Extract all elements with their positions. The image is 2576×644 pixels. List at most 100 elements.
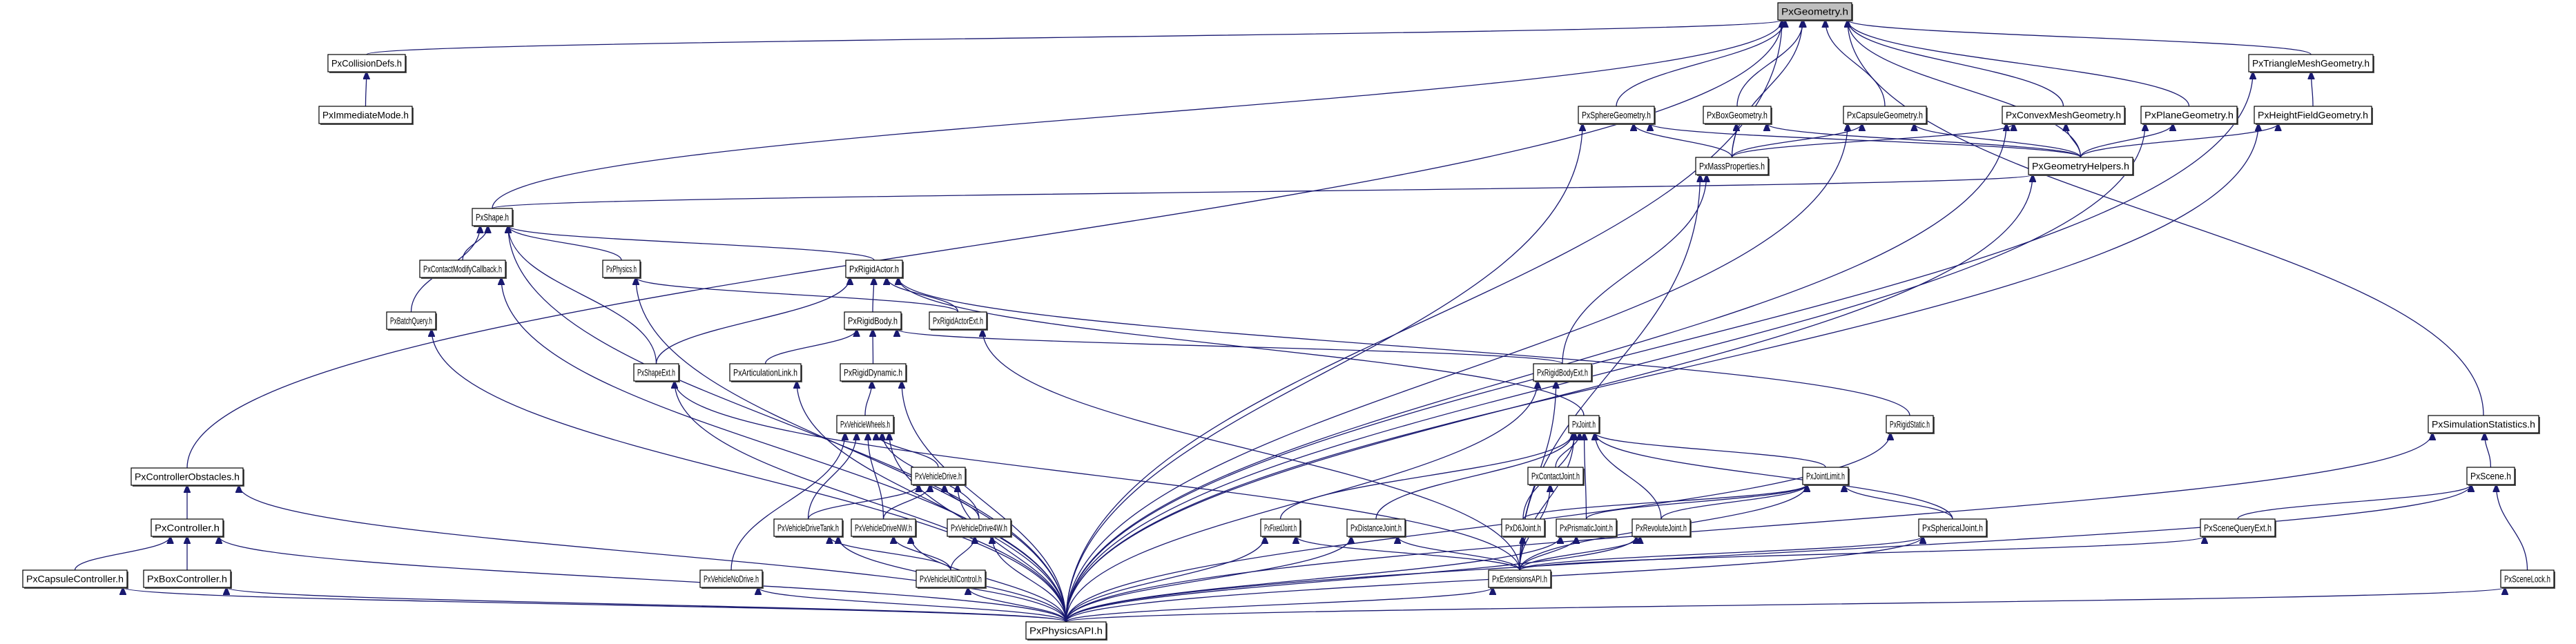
node-contactmodify[interactable]: PxContactModifyCallback.h [419,260,507,279]
node-geomhelpers[interactable]: PxGeometryHelpers.h [2028,157,2134,176]
node-contactjoint[interactable]: PxContactJoint.h [1527,467,1585,486]
node-sphericaljoint[interactable]: PxSphericalJoint.h [1918,518,1988,538]
node-convexgeom[interactable]: PxConvexMeshGeometry.h [2002,106,2126,125]
node-label: PxVehicleDrive.h [915,471,962,482]
node-scenelock[interactable]: PxSceneLock.h [2500,569,2555,589]
edge-shapeext-to-shape [508,226,657,364]
node-label: PxScene.h [2470,471,2511,482]
edge-physicsapi-to-geometry [1065,20,1782,623]
node-box [2200,518,2276,537]
node-label: PxSceneLock.h [2504,574,2550,585]
node-vehiclewheels[interactable]: PxVehicleWheels.h [836,415,895,434]
node-rigidactorext[interactable]: PxRigidActorExt.h [929,311,988,331]
node-box [845,260,903,278]
node-vehicledrivenw[interactable]: PxVehicleDriveNW.h [851,518,917,538]
node-box [602,260,641,278]
edge-physicsapi-to-distancejoint [1065,536,1351,623]
edge-massprops-to-spheregeom [1634,124,1733,158]
node-label: PxBoxGeometry.h [1707,110,1768,121]
node-rigidactor[interactable]: PxRigidActor.h [845,260,904,279]
node-shapeext[interactable]: PxShapeExt.h [633,363,680,382]
node-controller[interactable]: PxController.h [151,518,224,538]
node-physicsapi[interactable]: PxPhysicsAPI.h [1025,621,1107,641]
node-scenequeryext[interactable]: PxSceneQueryExt.h [2200,518,2276,538]
node-joint[interactable]: PxJoint.h [1568,415,1600,434]
node-rigiddynamic[interactable]: PxRigidDynamic.h [840,363,907,382]
edge-revolutejoint-to-joint [1595,433,1662,520]
node-immediatemode[interactable]: PxImmediateMode.h [318,106,414,125]
edge-physicsapi-to-spheregeom [1065,124,1582,623]
node-spheregeom[interactable]: PxSphereGeometry.h [1578,106,1656,125]
node-simstats[interactable]: PxSimulationStatistics.h [2428,415,2540,434]
node-box [1843,106,1927,124]
node-box [836,415,894,433]
node-batchquery[interactable]: PxBatchQuery.h [386,311,437,331]
edge-rigidactorext-to-rigidactor [887,277,959,313]
edge-d6joint-to-jointlimit [1522,485,1807,520]
root-node-geometry[interactable]: PxGeometry.h [1777,2,1853,21]
node-vehicledrivetank[interactable]: PxVehicleDriveTank.h [773,518,844,538]
node-capsulegeom[interactable]: PxCapsuleGeometry.h [1843,106,1928,125]
edge-geomhelpers-to-planegeom [2080,124,2173,158]
node-label: PxContactModifyCallback.h [423,264,502,275]
node-fixedjoint[interactable]: PxFixedJoint.h [1260,518,1301,538]
node-box [386,311,436,330]
node-jointlimit[interactable]: PxJointLimit.h [1802,467,1850,486]
node-capsulecontroller[interactable]: PxCapsuleController.h [22,569,128,589]
node-box [911,467,966,485]
node-prismaticjoint[interactable]: PxPrismaticJoint.h [1556,518,1618,538]
edge-physicsapi-to-simstats [1065,433,2432,623]
node-scene[interactable]: PxScene.h [2466,467,2516,486]
node-d6joint[interactable]: PxD6Joint.h [1501,518,1546,538]
edge-geomhelpers-to-boxgeom [1767,124,2082,158]
edge-articulationlink-to-rigidbody [764,329,857,364]
node-heightfieldgeom[interactable]: PxHeightFieldGeometry.h [2254,106,2373,125]
node-physics[interactable]: PxPhysics.h [602,260,641,279]
node-rigidstatic[interactable]: PxRigidStatic.h [1886,415,1935,434]
edge-physicsapi-to-rigiddynamic [902,381,1067,623]
node-box [2248,54,2374,72]
node-collisiondefs[interactable]: PxCollisionDefs.h [327,54,407,73]
edge-convexgeom-to-geometry [1848,20,2064,107]
node-box [2254,106,2372,124]
edge-physicsapi-to-vehicleutilcontrol [968,587,1067,623]
node-box [1886,415,1934,433]
node-label: PxVehicleWheels.h [840,419,890,430]
edge-massprops-to-boxgeom [1731,124,1736,158]
node-vehicleutilcontrol[interactable]: PxVehicleUtilControl.h [916,569,987,589]
node-rigidbodyext[interactable]: PxRigidBodyExt.h [1533,363,1593,382]
edge-physicsapi-to-vehicledrivenw [911,536,1067,623]
node-box [1802,467,1849,485]
node-distancejoint[interactable]: PxDistanceJoint.h [1346,518,1406,538]
node-controllerobstacles[interactable]: PxControllerObstacles.h [130,467,244,487]
node-label: PxRigidActorExt.h [933,315,983,326]
node-label: PxCollisionDefs.h [331,58,402,69]
node-box [1260,518,1301,537]
node-rigidbody[interactable]: PxRigidBody.h [844,311,902,331]
edge-geomhelpers-to-heightfieldgeom [2080,124,2278,158]
edge-physicsapi-to-boxcontroller [226,587,1067,623]
node-boxgeom[interactable]: PxBoxGeometry.h [1703,106,1772,125]
node-box [130,467,244,486]
node-vehicledrive4w[interactable]: PxVehicleDrive4W.h [947,518,1012,538]
node-label: PxGeometryHelpers.h [2032,161,2129,172]
node-vehicledrive[interactable]: PxVehicleDrive.h [911,467,967,486]
node-box [1025,621,1107,640]
node-revolutejoint[interactable]: PxRevoluteJoint.h [1631,518,1692,538]
node-trianglegeom[interactable]: PxTriangleMeshGeometry.h [2248,54,2374,73]
edge-shape-to-geometry [492,20,1782,209]
node-massprops[interactable]: PxMassProperties.h [1695,157,1770,176]
node-boxcontroller[interactable]: PxBoxController.h [143,569,232,589]
node-extensionsapi[interactable]: PxExtensionsAPI.h [1488,569,1552,589]
edge-scene-to-simstats [2485,433,2492,468]
node-shape[interactable]: PxShape.h [472,208,514,227]
node-vehiclenodrive[interactable]: PxVehicleNoDrive.h [699,569,764,589]
edge-physicsapi-to-trianglegeom [1065,72,2253,623]
edge-physicsapi-to-contactmodify [501,277,1067,623]
nodes-layer: PxGeometry.hPxCollisionDefs.hPxImmediate… [22,2,2555,641]
edge-vehiclenodrive-to-vehiclewheels [730,433,845,571]
node-label: PxContactJoint.h [1531,471,1580,482]
node-articulationlink[interactable]: PxArticulationLink.h [729,363,802,382]
edge-physicsapi-to-revolutejoint [1065,536,1636,623]
node-planegeom[interactable]: PxPlaneGeometry.h [2140,106,2238,125]
